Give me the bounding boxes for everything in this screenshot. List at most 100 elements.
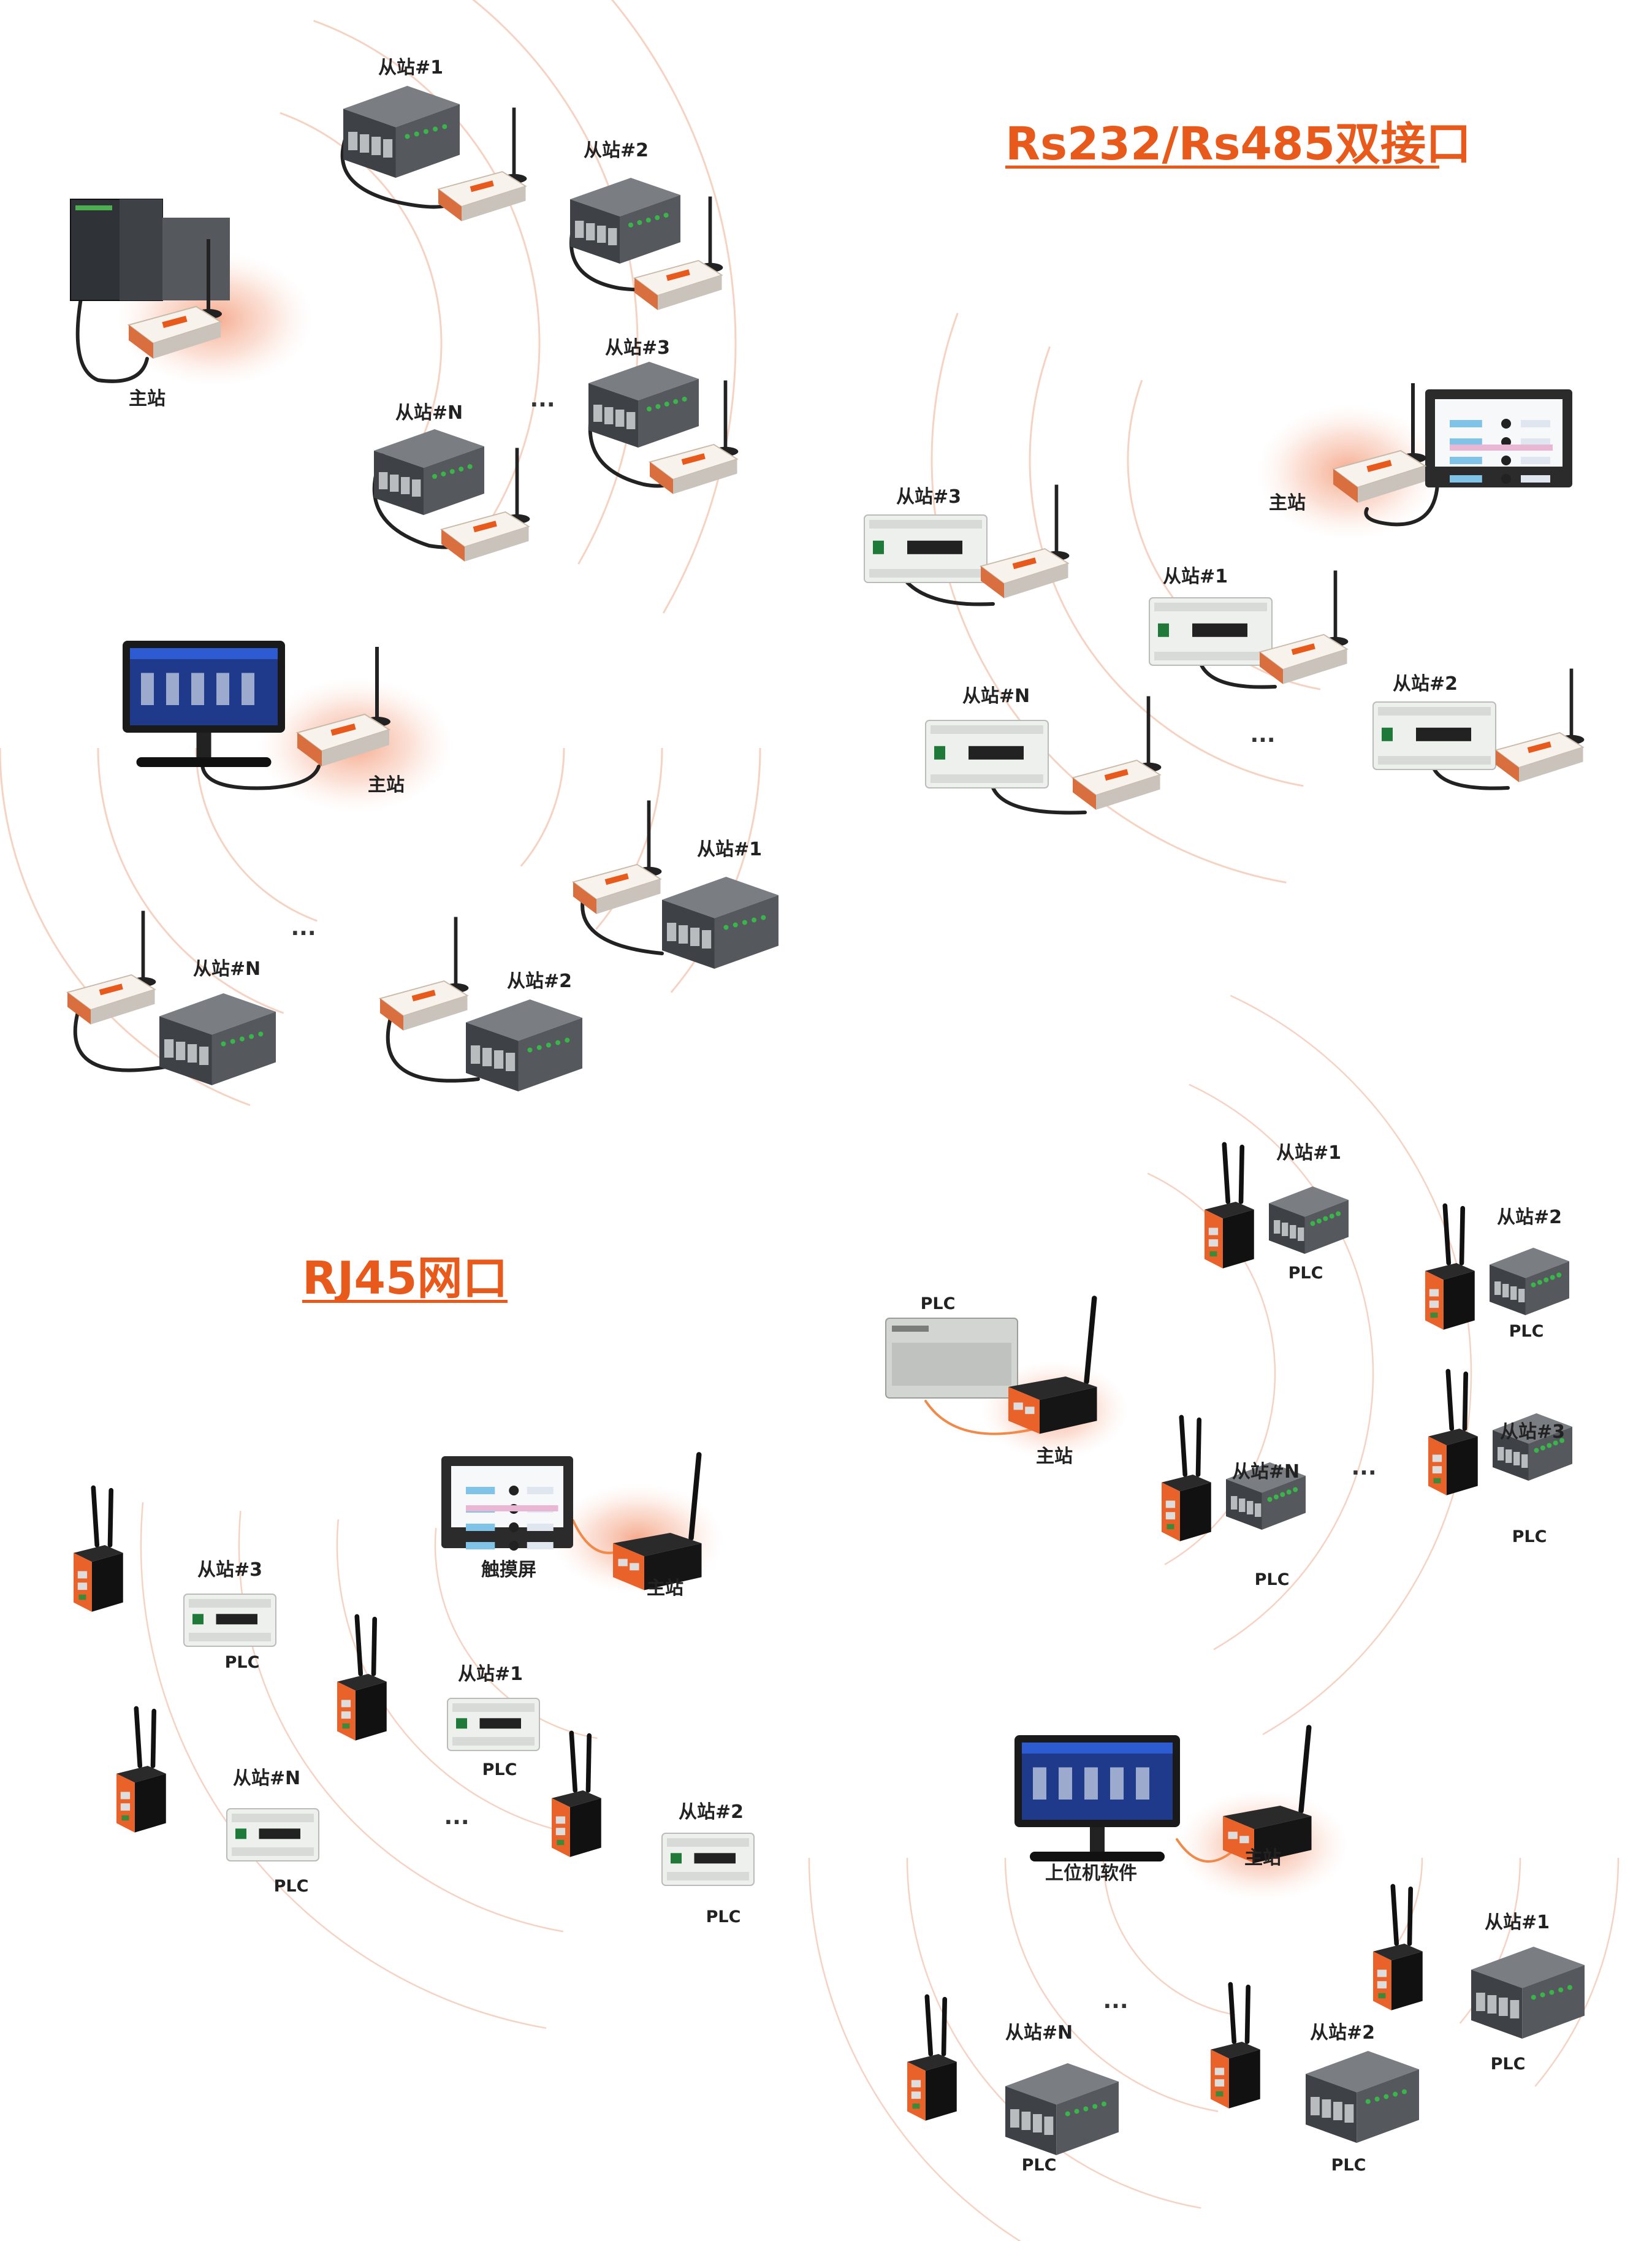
plc-terminal — [412, 479, 421, 497]
serial-modem-icon — [66, 911, 156, 1025]
hmi-screen — [1435, 399, 1563, 467]
plc-led — [742, 920, 747, 925]
antenna-icon — [1442, 1203, 1452, 1266]
signal-arc — [1102, 1857, 1236, 2016]
terminal-block — [1378, 1993, 1386, 1999]
grey-plc-icon — [1490, 1248, 1569, 1315]
ethernet-interface-heading: RJ45网口 — [302, 1252, 508, 1305]
plc-front — [1471, 1969, 1523, 2039]
grey-plc-icon — [1226, 1462, 1306, 1530]
antenna-icon — [1222, 1142, 1231, 1204]
hmi-footer-bar — [466, 1505, 558, 1511]
hmi-bar — [1450, 475, 1482, 483]
antenna-icon — [941, 1996, 948, 2056]
monitor-neck — [1090, 1827, 1105, 1852]
modem-side — [981, 566, 1004, 598]
plc-terminal — [1494, 1281, 1501, 1295]
cable — [386, 1010, 480, 1083]
plc-side — [211, 1012, 276, 1085]
plc-led — [1384, 2094, 1389, 2099]
router-front — [552, 1798, 570, 1857]
modem-logo — [330, 723, 356, 736]
ellipsis-label: ... — [291, 915, 316, 941]
ethernet-port-icon — [1432, 1466, 1442, 1474]
ellipsis-label: ... — [444, 1804, 469, 1830]
signal-arc — [1004, 1857, 1219, 2112]
hmi-bar — [466, 1542, 495, 1549]
signal-arc — [1230, 995, 1472, 1735]
serial-interface-heading: Rs232/Rs485双接口 — [1005, 118, 1471, 170]
ethernet-port-icon — [120, 1792, 131, 1800]
plc-led — [221, 1041, 226, 1047]
plc-led — [1267, 1497, 1273, 1502]
ellipsis-label: ... — [1351, 1455, 1376, 1480]
labels: 主站从站#1从站#2从站#3从站#N...主站从站#3从站#1从站#2从站#N.… — [129, 57, 1565, 2175]
modem-front — [1358, 466, 1425, 503]
plc-led — [655, 404, 661, 409]
plc-led — [527, 1047, 533, 1053]
light-plc-icon — [1149, 597, 1273, 666]
ethernet-port-icon — [1429, 1289, 1439, 1297]
router-top — [1425, 1263, 1475, 1280]
plc-terminal — [604, 407, 614, 424]
device-label: 从站#1 — [458, 1663, 523, 1685]
modem-side — [380, 998, 403, 1031]
device-label: PLC — [1491, 2055, 1526, 2074]
ethernet-port-icon — [1013, 1402, 1023, 1410]
plc-terminal-bottom — [931, 774, 1043, 783]
plc-label-strip — [892, 1326, 929, 1332]
master-router-icon — [1008, 1296, 1097, 1434]
touchscreen-icon — [441, 1456, 573, 1551]
device-label: 主站 — [1269, 492, 1306, 514]
grey-plc-icon — [662, 877, 778, 969]
modem-side — [1496, 750, 1519, 782]
plc-status-led — [873, 540, 884, 554]
plc-terminal-bottom — [189, 1633, 271, 1641]
router-side — [644, 1543, 702, 1590]
ellipsis-label: ... — [530, 387, 555, 412]
modem-logo — [162, 315, 188, 329]
router-front — [74, 1552, 92, 1612]
device-label: 主站 — [129, 388, 166, 410]
plc-led — [1065, 2111, 1070, 2117]
plc-led — [239, 1036, 245, 1042]
terminal-block — [557, 1839, 565, 1846]
light-plc-icon — [661, 1833, 755, 1886]
router-side — [1040, 1387, 1097, 1434]
plc-terminal — [164, 1039, 174, 1058]
plc-terminal — [1290, 1225, 1296, 1239]
antenna-icon — [1390, 1884, 1399, 1946]
plc-display — [1192, 623, 1247, 637]
plc-terminal — [1322, 2099, 1331, 2118]
signal-arc — [1029, 346, 1304, 787]
plc-top — [159, 993, 276, 1035]
antenna-icon — [1407, 1886, 1414, 1946]
serial-modem-icon — [1494, 668, 1585, 782]
signal-arc — [195, 747, 318, 922]
cable — [1433, 768, 1510, 790]
antenna-icon — [134, 1706, 143, 1768]
plc-led — [459, 467, 464, 471]
router-front — [116, 1773, 135, 1833]
device-label: 从站#N — [233, 1768, 300, 1789]
ethernet-port-icon — [77, 1582, 88, 1590]
master-router-icon — [1223, 1725, 1312, 1863]
signal-arc — [1127, 380, 1321, 690]
plc-led — [1374, 2096, 1380, 2102]
grey-plc-icon — [570, 178, 680, 264]
terminal-block — [342, 1723, 350, 1729]
plc-status-led — [1382, 727, 1393, 741]
router-front — [337, 1681, 356, 1741]
plc-terminal — [401, 477, 410, 494]
master-router-icon — [613, 1452, 702, 1590]
router-top — [552, 1790, 601, 1808]
plc-terminal — [1499, 1998, 1508, 2016]
plc-terminal-top — [1154, 603, 1267, 611]
device-label: PLC — [1331, 2156, 1366, 2175]
serial-modem-icon — [1071, 696, 1162, 810]
ethernet-port-icon — [77, 1571, 88, 1579]
cable — [1364, 483, 1439, 527]
plc-terminal — [1231, 1496, 1238, 1510]
light-plc-icon — [183, 1594, 276, 1647]
antenna-icon — [688, 1452, 702, 1541]
